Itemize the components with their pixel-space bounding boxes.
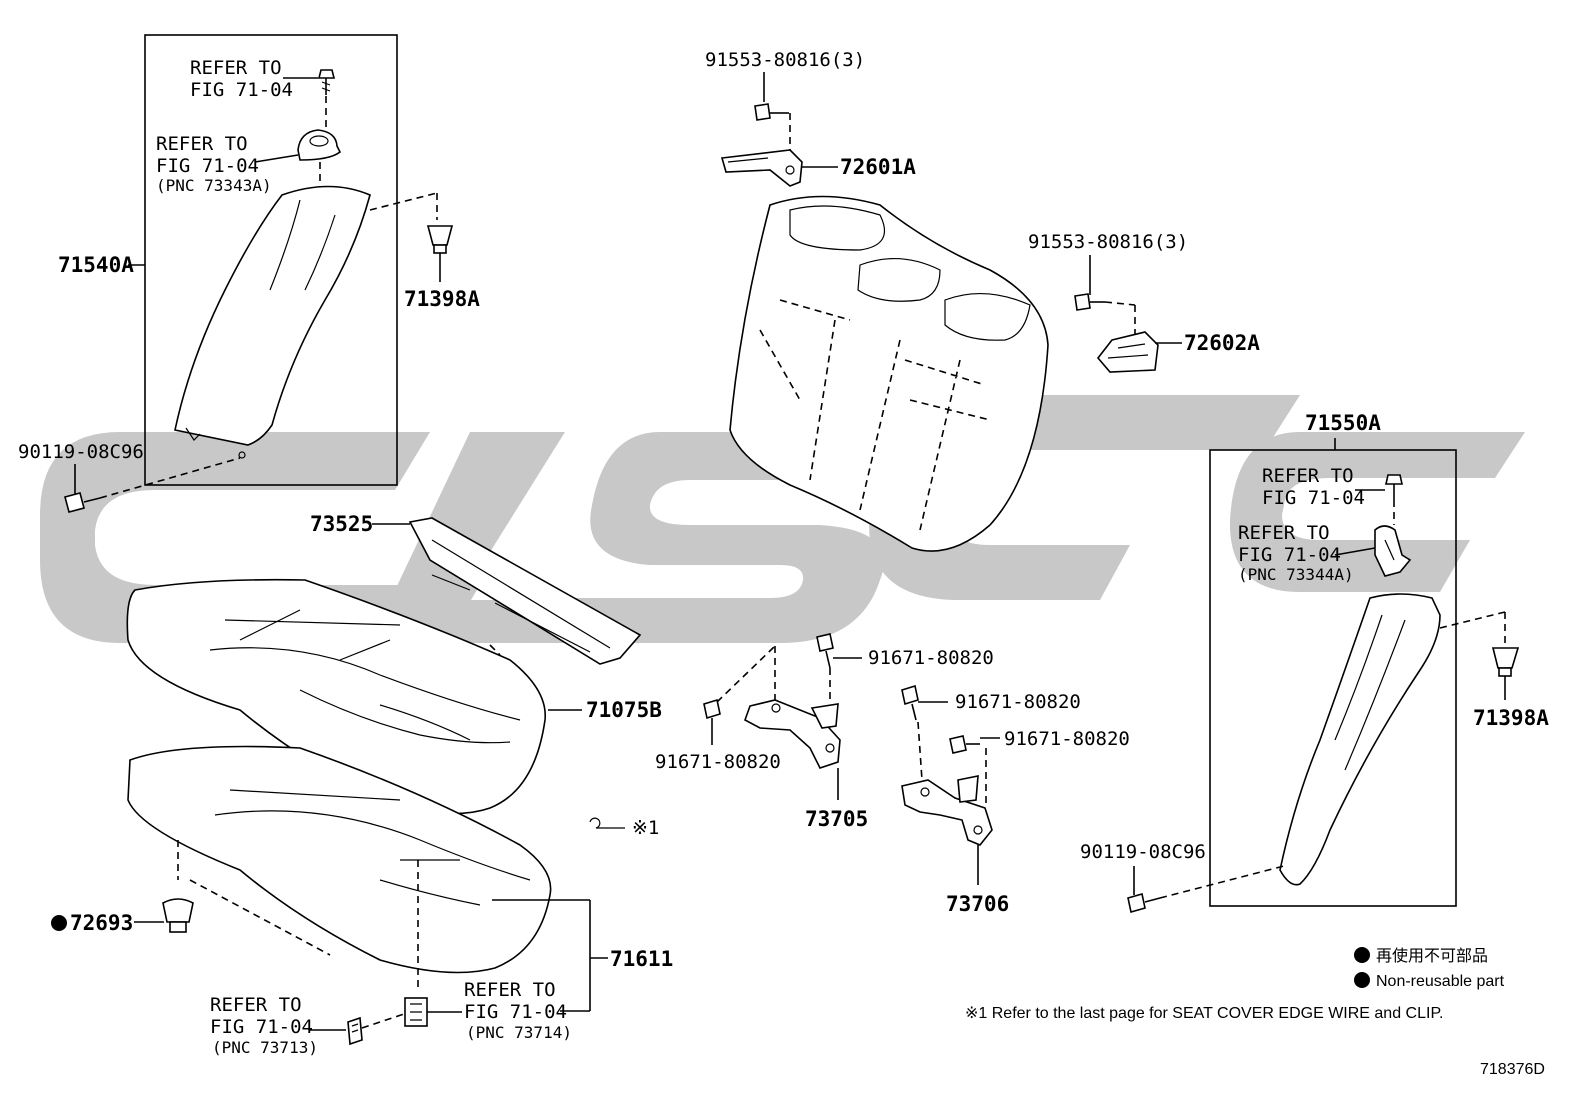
hook-icon bbox=[347, 1016, 363, 1046]
non-reusable-marker-icon bbox=[1354, 947, 1370, 963]
part-number-73705: 73705 bbox=[805, 807, 868, 831]
refer-label-pnc: (PNC 73714) bbox=[466, 1023, 572, 1042]
seatback-hinge-72601a bbox=[720, 149, 803, 187]
footnote: ※1 Refer to the last page for SEAT COVER… bbox=[965, 1005, 1444, 1022]
part-number-71398a: 71398A bbox=[404, 287, 480, 311]
refer-label-line1: REFER TO bbox=[464, 979, 556, 1001]
clip-icon bbox=[404, 997, 428, 1027]
legend-japanese: 再使用不可部品 bbox=[1376, 947, 1488, 965]
figure-id: 718376D bbox=[1480, 1061, 1545, 1078]
bolt-icon bbox=[1127, 892, 1161, 914]
seat-cushion-pad-71611 bbox=[127, 745, 552, 974]
bolt-icon bbox=[816, 633, 834, 669]
part-number-73525: 73525 bbox=[310, 512, 373, 536]
part-number-72601a: 72601A bbox=[840, 155, 916, 179]
refer-label-line2: FIG 71-04 bbox=[210, 1016, 313, 1038]
group-box-71550a bbox=[1209, 449, 1457, 907]
refer-label-line2: FIG 71-04 bbox=[190, 79, 293, 101]
part-number-71075b: 71075B bbox=[586, 698, 662, 722]
bolt-icon bbox=[1074, 293, 1105, 311]
refer-label-line1: REFER TO bbox=[210, 994, 302, 1016]
pillar-garnish-71550a bbox=[1279, 593, 1441, 886]
non-reusable-marker-icon bbox=[1354, 972, 1370, 988]
bolt-icon bbox=[901, 684, 919, 721]
part-number-72602a: 72602A bbox=[1184, 331, 1260, 355]
seat-cushion-cover-71075b bbox=[126, 578, 546, 815]
refer-label-line2: FIG 71-04 bbox=[464, 1001, 567, 1023]
bolt-part-number: 91553-80816(3) bbox=[1028, 231, 1188, 253]
part-number-71540a: 71540A bbox=[58, 253, 134, 277]
edge-wire-icon bbox=[589, 817, 625, 829]
refer-label-line2: FIG 71-04 bbox=[156, 155, 259, 177]
clip-icon bbox=[1491, 647, 1520, 677]
bolt-part-number: 90119-08C96 bbox=[18, 441, 144, 463]
part-number-73706: 73706 bbox=[946, 892, 1009, 916]
group-box-71540a bbox=[144, 34, 398, 486]
trim-cap-icon bbox=[297, 129, 342, 161]
refer-label-pnc: (PNC 73344A) bbox=[1238, 565, 1354, 584]
reference-mark: ※1 bbox=[632, 817, 659, 839]
trim-cap-icon bbox=[1374, 525, 1412, 577]
refer-label-line1: REFER TO bbox=[1238, 522, 1330, 544]
screw-icon bbox=[317, 69, 336, 95]
legend-english: Non-reusable part bbox=[1376, 973, 1505, 990]
seat-belt-anchor-73705 bbox=[744, 699, 841, 769]
bolt-part-number: 91553-80816(3) bbox=[705, 49, 865, 71]
part-number-71550a: 71550A bbox=[1305, 411, 1381, 435]
seat-belt-anchor-73706 bbox=[901, 775, 993, 846]
screw-icon bbox=[1385, 474, 1403, 500]
clip-icon bbox=[426, 225, 454, 254]
bolt-part-number: 91671-80820 bbox=[955, 691, 1081, 713]
seat-board-73525 bbox=[408, 517, 642, 665]
bolt-part-number: 91671-80820 bbox=[1004, 728, 1130, 750]
clip-icon bbox=[162, 898, 194, 933]
bolt-icon bbox=[64, 492, 101, 513]
non-reusable-marker-icon bbox=[51, 915, 67, 931]
refer-label-pnc: (PNC 73713) bbox=[212, 1038, 318, 1057]
part-number-71398a: 71398A bbox=[1473, 706, 1549, 730]
bolt-part-number: 91671-80820 bbox=[655, 751, 781, 773]
refer-label-line1: REFER TO bbox=[156, 133, 248, 155]
seatback-assembly bbox=[729, 195, 1049, 552]
refer-label-line1: REFER TO bbox=[1262, 465, 1354, 487]
bolt-icon bbox=[754, 103, 782, 121]
refer-label-line1: REFER TO bbox=[190, 57, 282, 79]
pillar-garnish-71540a bbox=[174, 185, 371, 459]
part-number-72693: 72693 bbox=[70, 911, 133, 935]
refer-label-line2: FIG 71-04 bbox=[1262, 487, 1365, 509]
bolt-icon bbox=[949, 735, 980, 754]
bolt-icon bbox=[703, 698, 721, 745]
bolt-part-number: 90119-08C96 bbox=[1080, 841, 1206, 863]
seatback-hinge-72602a bbox=[1096, 331, 1159, 373]
refer-label-line2: FIG 71-04 bbox=[1238, 544, 1341, 566]
bolt-part-number: 91671-80820 bbox=[868, 647, 994, 669]
part-number-71611: 71611 bbox=[610, 947, 673, 971]
refer-label-pnc: (PNC 73343A) bbox=[156, 176, 272, 195]
